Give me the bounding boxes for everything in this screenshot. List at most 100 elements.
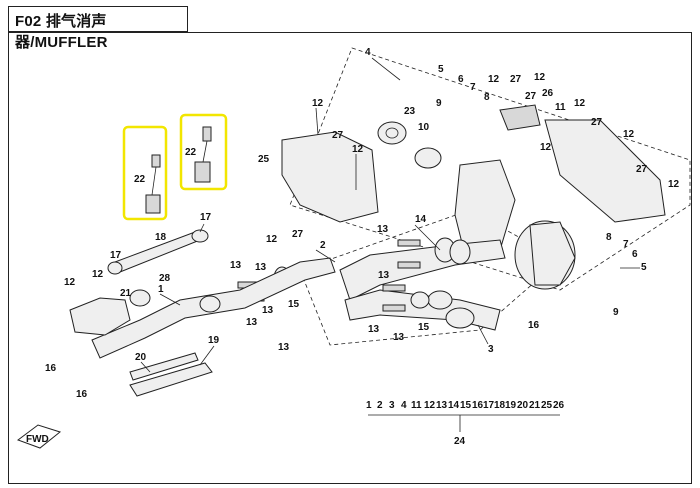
kit-member: 16	[472, 400, 484, 411]
callout-13a: 13	[230, 260, 242, 271]
callout-13b: 13	[255, 262, 267, 273]
callout-22b: 22	[185, 147, 197, 158]
spring-4	[397, 261, 421, 269]
header-flange	[199, 295, 221, 313]
callout-13f: 13	[377, 224, 389, 235]
callout-17a: 17	[200, 212, 212, 223]
callout-12b: 12	[352, 144, 364, 155]
kit-member: 14	[448, 400, 460, 411]
callout-13g: 13	[378, 270, 390, 281]
pipe-flange-lower	[445, 307, 475, 329]
spring-6	[382, 304, 406, 312]
kit-member: 11	[411, 400, 422, 411]
kit-member: 19	[505, 400, 517, 411]
kit-member: 15	[460, 400, 472, 411]
callout-2: 2	[320, 240, 326, 251]
callout-16c: 16	[528, 320, 540, 331]
callout-13e: 13	[278, 342, 290, 353]
front-heat-cover	[69, 297, 131, 336]
page-title: F02 排气消声器/MUFFLER	[15, 13, 108, 51]
mid-pipe	[339, 239, 506, 301]
callout-16b: 16	[76, 389, 88, 400]
heat-shield-small	[499, 104, 541, 131]
callout-27b: 27	[510, 74, 522, 85]
kit-member: 2	[377, 400, 383, 411]
callout-27d: 27	[636, 164, 648, 175]
kit-member: 18	[494, 400, 506, 411]
kit-member: 4	[401, 400, 407, 411]
clamp-17-left	[107, 261, 123, 275]
callout-17b: 17	[110, 250, 122, 261]
kit-member: 21	[529, 400, 541, 411]
callout-15b: 15	[418, 322, 430, 333]
clamp-17	[191, 229, 209, 243]
callout-27e: 27	[292, 229, 304, 240]
highlight-box-left	[122, 125, 168, 221]
callout-12c: 12	[488, 74, 500, 85]
assembly-outline-lower	[299, 209, 561, 346]
callout-7a: 7	[470, 82, 476, 93]
oxygen-sensor-right	[194, 126, 212, 183]
pipe-clamp-upper-2	[449, 239, 471, 265]
callout-14: 14	[415, 214, 427, 225]
forward-arrow-icon	[16, 424, 62, 449]
gasket-28	[129, 289, 151, 307]
callout-6b: 6	[632, 249, 638, 260]
callout-25: 25	[258, 154, 270, 165]
spring-3	[397, 239, 421, 247]
pipe-clamp-lower	[427, 290, 453, 310]
muffler-outlet	[529, 221, 576, 286]
callout-19: 19	[208, 335, 220, 346]
heat-wrap-19	[129, 362, 213, 397]
callout-23: 23	[404, 106, 416, 117]
callout-12k: 12	[540, 142, 552, 153]
assembly-outline-upper	[289, 47, 691, 291]
callout-6a: 6	[458, 74, 464, 85]
kit-member: 13	[436, 400, 448, 411]
callout-12h: 12	[64, 277, 76, 288]
callout-8a: 8	[484, 92, 490, 103]
callout-16a: 16	[45, 363, 57, 374]
spring-5	[382, 284, 406, 292]
title-box: F02 排气消声器/MUFFLER	[8, 6, 188, 51]
callout-13d: 13	[262, 305, 274, 316]
highlight-box-right	[179, 113, 228, 191]
kit-member: 26	[553, 400, 565, 411]
callout-13i: 13	[393, 332, 405, 343]
oxygen-sensor-left	[145, 154, 161, 214]
callout-8b: 8	[606, 232, 612, 243]
callout-labels: 1 2 3 4 5 5 6 6 7 7 8 8 9 9 10 11 12 12 …	[45, 47, 680, 400]
callout-10: 10	[418, 122, 430, 133]
kit-member: 1	[366, 400, 372, 411]
callout-12d: 12	[534, 72, 546, 83]
callout-7b: 7	[623, 239, 629, 250]
kit-member: 3	[389, 400, 395, 411]
callout-5a: 5	[438, 64, 444, 75]
callout-27f: 27	[525, 91, 537, 102]
seal-ring	[414, 147, 442, 169]
heat-shield-right	[544, 119, 666, 223]
callout-12e: 12	[574, 98, 586, 109]
callout-20: 20	[135, 352, 147, 363]
callout-28: 28	[159, 273, 171, 284]
callout-1: 1	[158, 284, 164, 295]
callout-4: 4	[365, 47, 371, 58]
kit-member-list: 1 2 3 4 11 12 13 14 15 16 17 18 19 20 21…	[366, 400, 565, 447]
callout-15a: 15	[288, 299, 300, 310]
callout-12j: 12	[668, 179, 680, 190]
callout-13c: 13	[246, 317, 258, 328]
callout-9a: 9	[436, 98, 442, 109]
callout-5b: 5	[641, 262, 647, 273]
callout-27c: 27	[591, 117, 603, 128]
diagram-frame	[8, 32, 692, 484]
callout-21: 21	[120, 288, 132, 299]
kit-member: 17	[483, 400, 495, 411]
forward-label: FWD	[26, 434, 49, 445]
callout-12f: 12	[623, 129, 635, 140]
callout-13h: 13	[368, 324, 380, 335]
callout-18: 18	[155, 232, 167, 243]
callout-22a: 22	[134, 174, 146, 185]
callout-12a: 12	[312, 98, 324, 109]
